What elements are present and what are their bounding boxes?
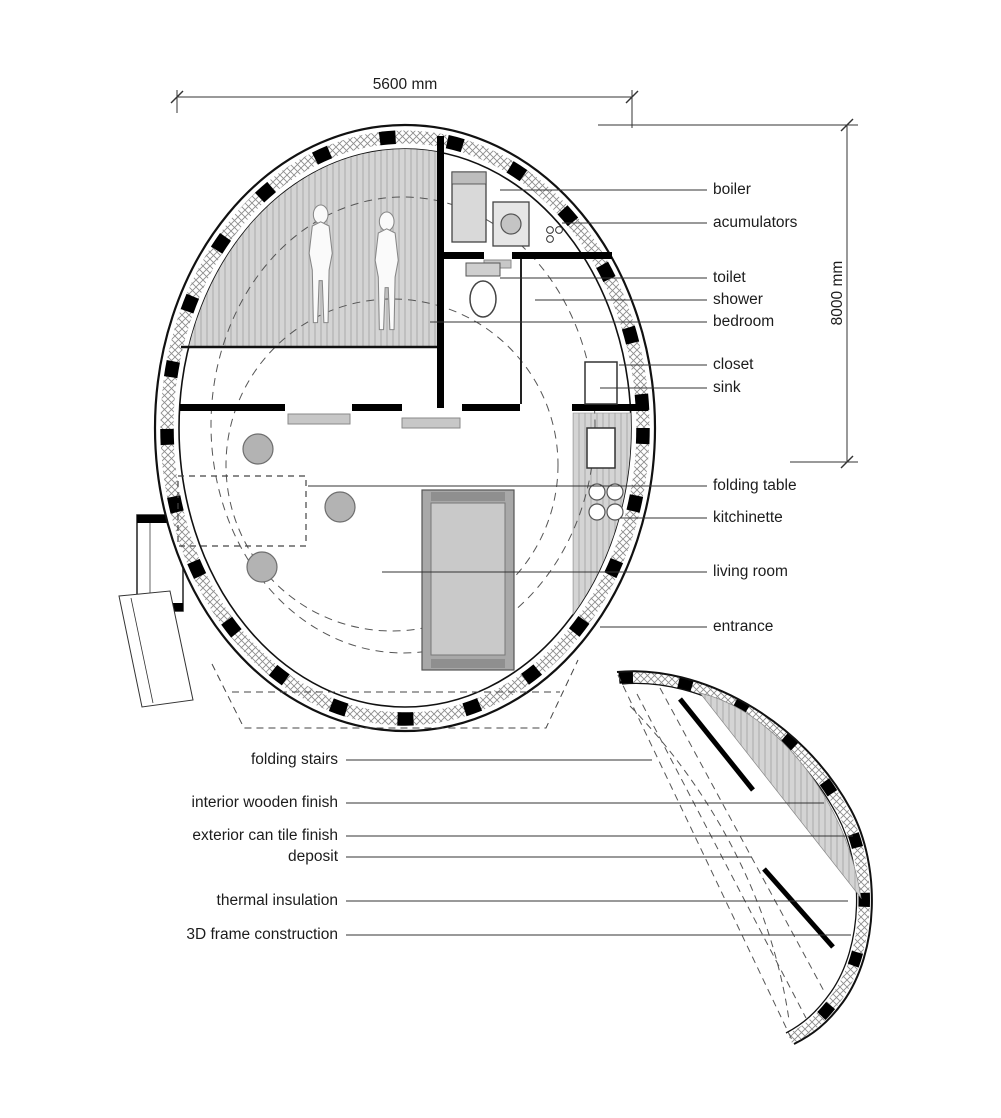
label-interior-wooden-finish: interior wooden finish bbox=[191, 794, 338, 811]
boiler-unit bbox=[451, 171, 487, 243]
label-kitchinette: kitchinette bbox=[713, 509, 783, 526]
door-leaf bbox=[401, 417, 461, 429]
leader-lines-right bbox=[308, 189, 707, 628]
frame-segments-ring bbox=[160, 130, 650, 726]
label-3d-frame-construction: 3D frame construction bbox=[186, 926, 338, 943]
dashed-footprints bbox=[210, 196, 596, 654]
label-living-room: living room bbox=[713, 563, 788, 580]
closet-box bbox=[584, 361, 618, 405]
label-folding-stairs: folding stairs bbox=[250, 751, 338, 768]
dimension-width-label: 5600 mm bbox=[372, 76, 438, 93]
dimension-right bbox=[598, 118, 858, 469]
interior-walls bbox=[180, 136, 648, 429]
label-entrance: entrance bbox=[713, 618, 774, 635]
dimension-top bbox=[170, 90, 639, 128]
kitchen-burners bbox=[588, 483, 624, 521]
deposit-panel bbox=[118, 590, 194, 708]
label-sink: sink bbox=[713, 379, 741, 396]
label-shower: shower bbox=[713, 291, 763, 308]
sofa-bed bbox=[421, 489, 515, 671]
label-acumulators: acumulators bbox=[713, 214, 798, 231]
leader-lines-left bbox=[346, 759, 853, 936]
door-leaf bbox=[287, 413, 351, 425]
dimension-height-label: 8000 mm bbox=[829, 260, 846, 326]
folding-stairs-outline bbox=[211, 659, 579, 729]
toilet-fixture bbox=[465, 262, 501, 318]
label-deposit: deposit bbox=[288, 848, 338, 865]
chairs bbox=[242, 433, 356, 583]
label-thermal-insulation: thermal insulation bbox=[216, 892, 338, 909]
label-exterior-can-tile-finish: exterior can tile finish bbox=[192, 827, 338, 844]
label-toilet: toilet bbox=[713, 269, 746, 286]
label-boiler: boiler bbox=[713, 181, 751, 198]
accumulator-unit bbox=[492, 201, 563, 247]
folding-door-wing bbox=[616, 670, 873, 1045]
wing-floor-wedge bbox=[699, 692, 862, 900]
label-closet: closet bbox=[713, 356, 754, 373]
label-folding-table: folding table bbox=[713, 477, 797, 494]
sink-box bbox=[586, 427, 616, 469]
label-bedroom: bedroom bbox=[713, 313, 775, 330]
